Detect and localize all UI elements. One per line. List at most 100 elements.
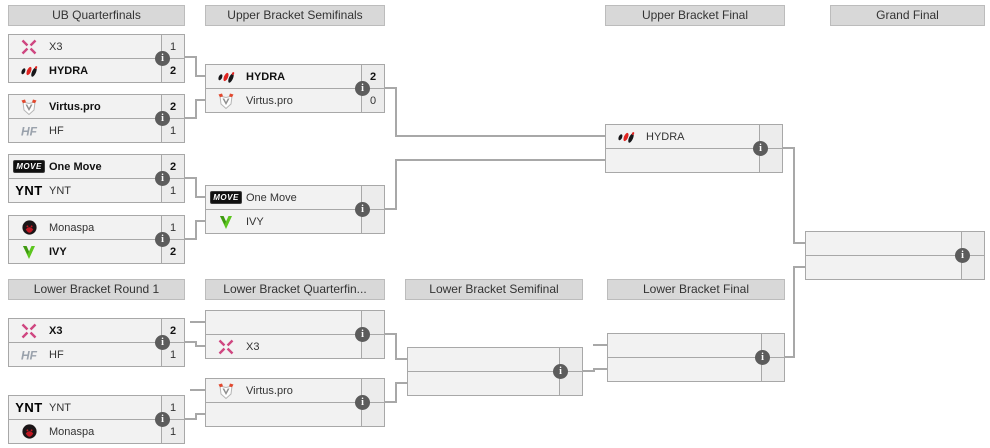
connector-line xyxy=(395,87,397,137)
info-icon[interactable]: i xyxy=(155,232,170,247)
info-icon[interactable]: i xyxy=(355,81,370,96)
info-icon[interactable]: i xyxy=(355,327,370,342)
svg-text:HF: HF xyxy=(21,348,38,362)
info-icon[interactable]: i xyxy=(155,171,170,186)
score-cell xyxy=(361,335,384,358)
team-name: X3 xyxy=(246,340,260,353)
connector-line xyxy=(195,75,205,77)
match-grand-final: i xyxy=(805,231,985,280)
match-ub-sf-2: MOVE One Move IVY i xyxy=(205,185,385,234)
score-cell: 1 xyxy=(161,179,184,202)
team-name: One Move xyxy=(49,160,102,173)
ynt-logo-icon: YNT xyxy=(15,400,43,415)
connector-line xyxy=(185,341,197,343)
team-name: One Move xyxy=(246,191,297,204)
team-slot[interactable] xyxy=(408,371,582,395)
connector-stub-line xyxy=(593,344,607,346)
team-slot[interactable] xyxy=(806,255,984,279)
match-lb-final: i xyxy=(607,333,785,382)
team-slot[interactable]: MOVE One Move 2 xyxy=(9,155,184,178)
team-name: Virtus.pro xyxy=(246,94,293,107)
ivy-logo-icon xyxy=(9,243,49,261)
x3-logo-icon xyxy=(206,338,246,356)
match-lb-qf-1: X3 i xyxy=(205,310,385,359)
connector-line xyxy=(195,220,205,222)
x3-logo-icon xyxy=(9,322,49,340)
team-slot[interactable]: HYDRA 2 xyxy=(9,58,184,82)
hf-logo-icon: HF xyxy=(9,346,49,364)
match-ub-qf-4: Monaspa 1 IVY 2 i xyxy=(8,215,185,264)
team-name: HYDRA xyxy=(646,130,685,143)
team-slot[interactable] xyxy=(606,148,782,172)
info-icon[interactable]: i xyxy=(155,412,170,427)
team-name: YNT xyxy=(49,401,71,414)
team-slot[interactable]: IVY 2 xyxy=(9,239,184,263)
round-header-lb-semifinal: Lower Bracket Semifinal xyxy=(405,279,583,300)
connector-line xyxy=(195,341,197,347)
score-cell xyxy=(761,358,784,381)
connector-line xyxy=(793,147,795,244)
info-icon[interactable]: i xyxy=(155,111,170,126)
connector-line xyxy=(395,358,407,360)
hydra-logo-icon xyxy=(9,62,49,80)
team-slot[interactable]: X3 xyxy=(206,334,384,358)
team-slot[interactable] xyxy=(608,357,784,381)
connector-line xyxy=(385,87,397,89)
team-slot[interactable]: IVY xyxy=(206,209,384,233)
team-name: HYDRA xyxy=(246,70,286,83)
score-cell: 1 xyxy=(161,420,184,443)
team-slot[interactable]: Monaspa 1 xyxy=(9,216,184,239)
round-header-lb-final: Lower Bracket Final xyxy=(607,279,785,300)
connector-line xyxy=(395,382,397,403)
team-name: HYDRA xyxy=(49,64,89,77)
connector-line xyxy=(583,370,595,372)
match-ub-final: HYDRA i xyxy=(605,124,783,173)
team-name: HF xyxy=(49,124,64,137)
team-slot[interactable]: HYDRA xyxy=(606,125,782,148)
info-icon[interactable]: i xyxy=(755,350,770,365)
connector-line xyxy=(195,99,197,119)
connector-stub-line xyxy=(190,389,205,391)
connector-line xyxy=(195,56,197,77)
connector-line xyxy=(793,266,795,358)
connector-line xyxy=(185,238,197,240)
team-slot[interactable] xyxy=(206,402,384,426)
connector-line xyxy=(185,56,197,58)
connector-line xyxy=(195,220,197,240)
connector-line xyxy=(395,159,397,210)
ynt-logo-icon: YNT xyxy=(15,183,43,198)
connector-line xyxy=(793,242,805,244)
match-lb-r1-2: YNT YNT 1 Monaspa 1 i xyxy=(8,395,185,444)
score-cell xyxy=(559,372,582,395)
team-name: Monaspa xyxy=(49,425,95,438)
connector-line xyxy=(593,368,607,370)
connector-stub-line xyxy=(190,321,205,323)
team-slot[interactable]: Monaspa 1 xyxy=(9,419,184,443)
info-icon[interactable]: i xyxy=(155,51,170,66)
connector-line xyxy=(385,401,397,403)
connector-line xyxy=(195,413,205,415)
team-name: Virtus.pro xyxy=(49,100,101,113)
svg-text:HF: HF xyxy=(21,124,38,138)
onemove-logo-icon: MOVE xyxy=(206,191,246,204)
team-slot[interactable]: HF HF 1 xyxy=(9,118,184,142)
info-icon[interactable]: i xyxy=(955,248,970,263)
connector-line xyxy=(395,135,605,137)
connector-line xyxy=(195,413,197,420)
info-icon[interactable]: i xyxy=(355,202,370,217)
info-icon[interactable]: i xyxy=(155,335,170,350)
match-ub-qf-3: MOVE One Move 2 YNT YNT 1 i xyxy=(8,154,185,203)
info-icon[interactable]: i xyxy=(553,364,568,379)
match-ub-qf-2: Virtus.pro 2 HF HF 1 i xyxy=(8,94,185,143)
round-header-ub-semifinals: Upper Bracket Semifinals xyxy=(205,5,385,26)
team-slot[interactable]: HF HF 1 xyxy=(9,342,184,366)
connector-line xyxy=(785,356,795,358)
info-icon[interactable]: i xyxy=(753,141,768,156)
connector-line xyxy=(395,333,397,360)
team-slot[interactable]: Virtus.pro 0 xyxy=(206,88,384,112)
team-slot[interactable]: X3 2 xyxy=(9,319,184,342)
info-icon[interactable]: i xyxy=(355,395,370,410)
team-name: IVY xyxy=(246,215,264,228)
team-slot[interactable]: YNT YNT 1 xyxy=(9,178,184,202)
match-lb-semifinal: i xyxy=(407,347,583,396)
